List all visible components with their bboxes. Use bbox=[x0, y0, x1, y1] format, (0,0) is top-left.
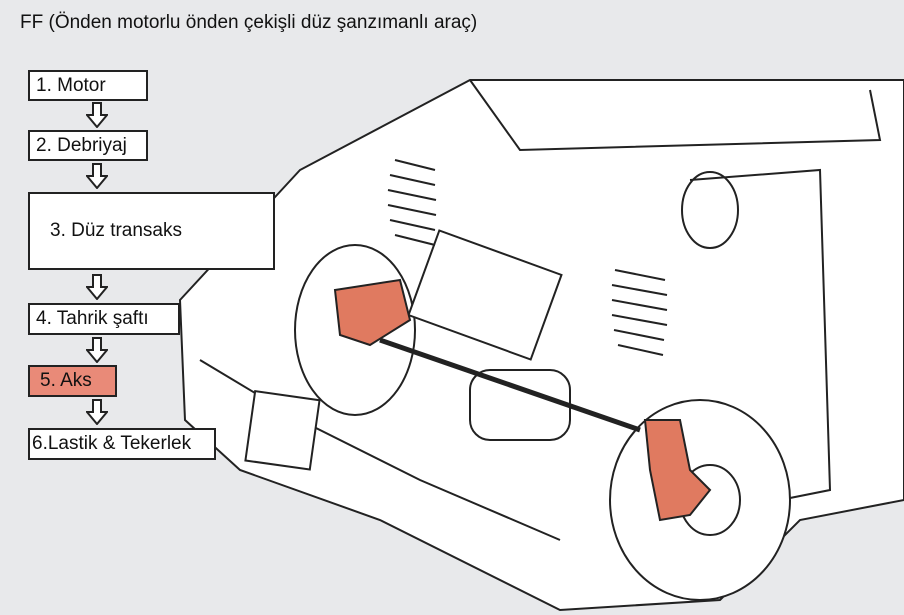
engine-block bbox=[407, 229, 563, 361]
down-arrow-icon bbox=[86, 102, 108, 128]
transaxle bbox=[469, 369, 571, 441]
bumper bbox=[199, 359, 561, 541]
step-clutch: 2. Debriyaj bbox=[28, 130, 148, 161]
right-spring bbox=[611, 269, 668, 356]
down-arrow-icon bbox=[86, 163, 108, 189]
windshield bbox=[469, 79, 882, 152]
page-title: FF (Önden motorlu önden çekişli düz şanz… bbox=[20, 12, 478, 33]
step-manual-transaxle: 3. Düz transaks bbox=[28, 192, 275, 270]
down-arrow-icon bbox=[86, 399, 108, 425]
right-axle-bracket bbox=[643, 419, 712, 522]
steering-wheel bbox=[681, 171, 739, 249]
left-axle-bracket bbox=[333, 278, 412, 347]
down-arrow-icon bbox=[86, 274, 108, 300]
left-spring bbox=[387, 159, 437, 246]
fender bbox=[689, 168, 832, 501]
car-body bbox=[178, 79, 904, 612]
step-axle-highlighted: 5. Aks bbox=[28, 365, 117, 397]
step-tire-and-wheel: 6.Lastik & Tekerlek bbox=[28, 428, 216, 460]
license-plate bbox=[244, 390, 321, 471]
drive-shaft bbox=[379, 337, 641, 433]
down-arrow-icon bbox=[86, 337, 108, 363]
step-drive-shaft: 4. Tahrik şaftı bbox=[28, 303, 180, 335]
step-motor: 1. Motor bbox=[28, 70, 148, 101]
